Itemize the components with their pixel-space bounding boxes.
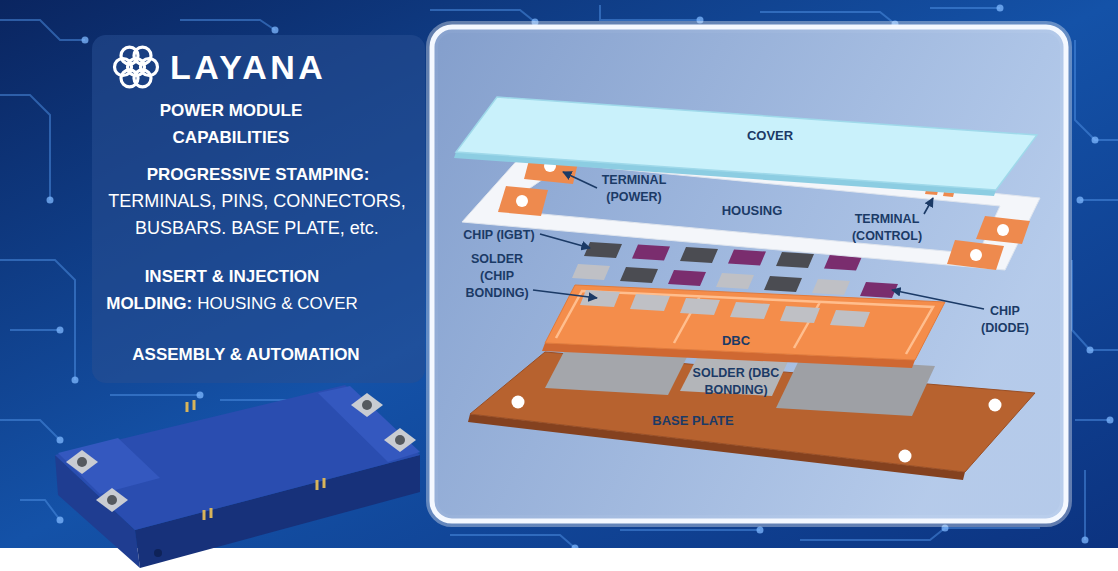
- module-terminal: [96, 488, 128, 512]
- module-terminal: [66, 450, 98, 474]
- cover-layer: COVER: [450, 95, 1042, 197]
- capability-text: HOUSING & COVER: [197, 294, 358, 313]
- text-slot: CHIP (DIODE): [972, 302, 1038, 336]
- leader-arrow: [540, 234, 590, 248]
- text-slot: TERMINALS, PINS, CONNECTORS, BUSBARS. BA…: [97, 188, 417, 242]
- capability-heading: ASSEMBLY & AUTOMATION: [132, 345, 359, 364]
- circuit-pads: [50, 8, 1110, 548]
- leader-arrow: [563, 172, 597, 188]
- housing-layer-part: [498, 186, 548, 216]
- text-slot: DBC: [696, 332, 776, 349]
- layer-label: BASE PLATE: [652, 413, 733, 428]
- leader-arrow: [924, 198, 933, 214]
- text-slot: LAYANA: [170, 45, 410, 96]
- part-label: CHIP (DIODE): [981, 304, 1029, 335]
- terminal-hole: [77, 457, 87, 467]
- module-terminal: [351, 393, 383, 417]
- logo-ring: [128, 59, 145, 76]
- text-slot: PROGRESSIVE STAMPING:: [108, 161, 408, 188]
- text-slot: COVER: [710, 127, 830, 144]
- cover-layer-outline: [450, 95, 1042, 197]
- module-end-block: [318, 386, 420, 462]
- base-plate-layer-part: [899, 450, 912, 463]
- capability-text: TERMINALS, PINS, CONNECTORS, BUSBARS. BA…: [108, 191, 406, 238]
- leader-arrow: [533, 290, 597, 298]
- text-slot: HOUSING: [692, 202, 812, 219]
- module-end-block: [58, 438, 160, 494]
- part-label: SOLDER (CHIP BONDING): [465, 252, 528, 300]
- chip-solder: [572, 264, 870, 327]
- leader-arrow: [892, 290, 984, 309]
- housing-layer-part: [516, 195, 528, 207]
- part-label: CHIP (IGBT): [463, 228, 534, 242]
- text-slot: SOLDER (DBC BONDING): [688, 364, 784, 398]
- part-label: TERMINAL (CONTROL): [852, 212, 922, 243]
- layer-label: DBC: [722, 333, 750, 348]
- diagram-card: [432, 27, 1066, 521]
- part-label: SOLDER (DBC BONDING): [693, 366, 780, 397]
- layer-label: COVER: [747, 128, 793, 143]
- brand-name: LAYANA: [170, 48, 326, 86]
- module-hole: [154, 549, 162, 557]
- text-slot: CHIP (IGBT): [461, 226, 537, 243]
- terminal-hole: [395, 435, 405, 445]
- module-terminal: [384, 428, 416, 452]
- text-slot: POWER MODULE CAPABILITIES: [131, 97, 331, 151]
- text-slot: INSERT & INJECTION MOLDING:HOUSING & COV…: [102, 263, 362, 317]
- housing-layer-part: [976, 216, 1030, 244]
- module-top: [55, 385, 420, 530]
- circuit-background: [0, 0, 1118, 548]
- text-slot: ASSEMBLY & AUTOMATION: [96, 341, 396, 368]
- terminal-hole: [362, 400, 372, 410]
- text-slot: TERMINAL (POWER): [594, 171, 674, 205]
- control-pins: [187, 400, 324, 520]
- text-slot: BASE PLATE: [633, 412, 753, 429]
- text-slot: TERMINAL (CONTROL): [845, 210, 929, 244]
- base-plate-layer-part: [989, 399, 1002, 412]
- housing-layer-part: [947, 240, 1004, 270]
- base-plate-layer-part: [512, 396, 525, 409]
- housing-layer-part: [970, 249, 982, 261]
- part-label: TERMINAL (POWER): [602, 173, 667, 204]
- circuit-traces: [0, 5, 1118, 548]
- cover-layer-part: [456, 97, 1037, 190]
- terminal-hole: [107, 495, 117, 505]
- housing-layer-part: [997, 224, 1009, 236]
- text-slot: SOLDER (CHIP BONDING): [462, 250, 532, 301]
- layer-label: HOUSING: [722, 203, 783, 218]
- power-module-illustration: [55, 385, 420, 568]
- card-glow: [432, 27, 1066, 521]
- panel-heading: POWER MODULE CAPABILITIES: [160, 101, 303, 147]
- capability-heading: PROGRESSIVE STAMPING:: [147, 165, 370, 184]
